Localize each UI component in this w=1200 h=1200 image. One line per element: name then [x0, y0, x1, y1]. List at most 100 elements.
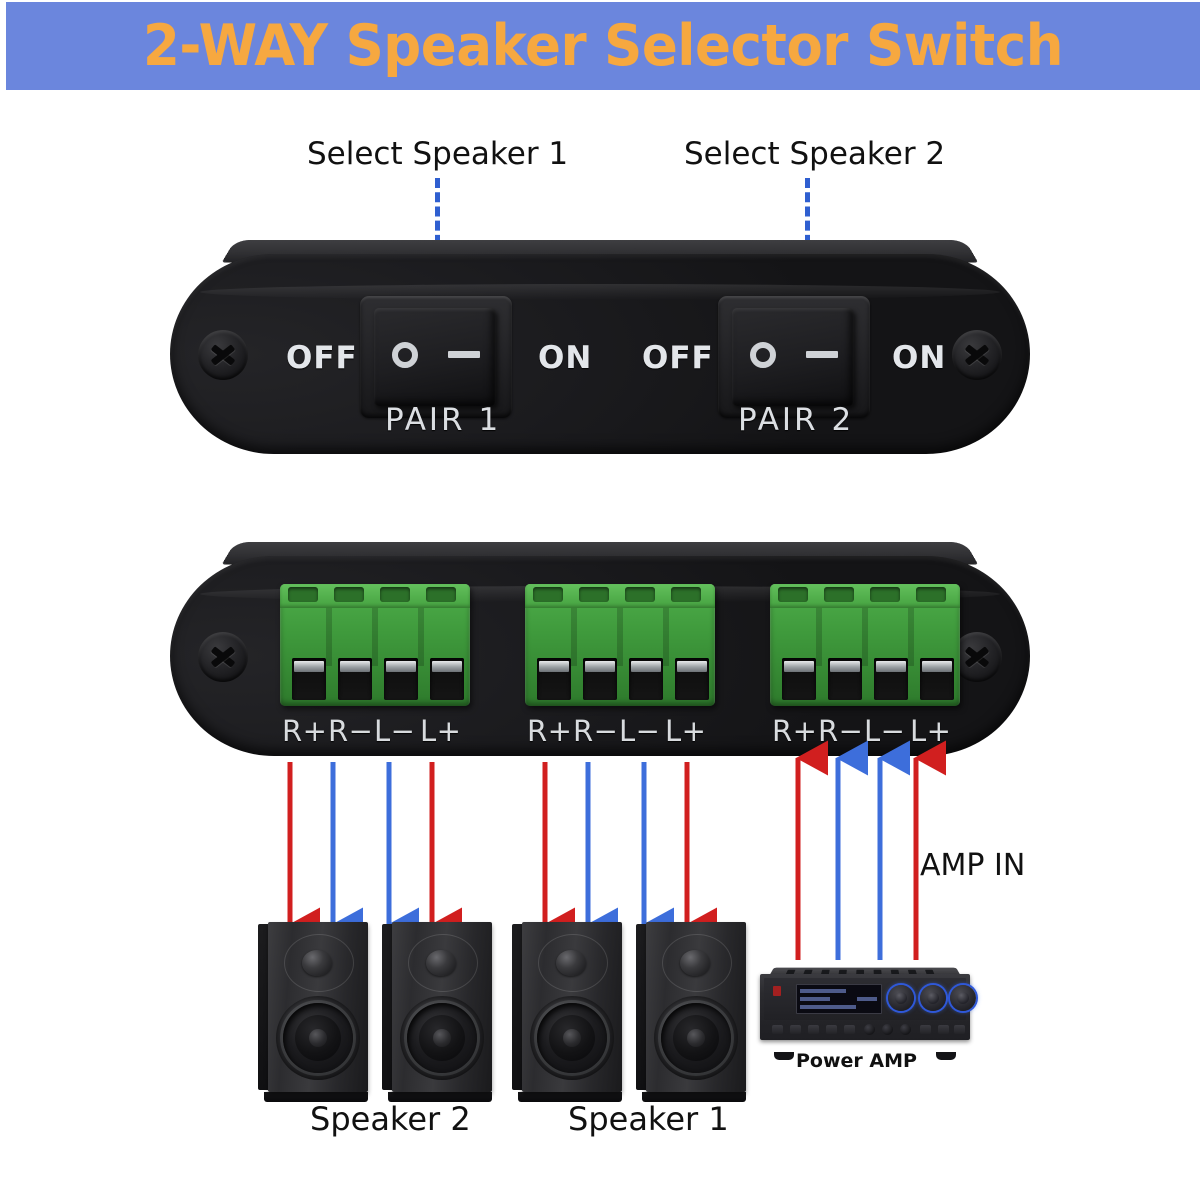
terminal-screw-slot-R−[interactable]: [828, 658, 862, 700]
terminal-screw-slot-L−[interactable]: [384, 658, 418, 700]
amp-in-label: AMP IN: [920, 848, 1025, 883]
terminal-wire-hole: [426, 587, 456, 602]
amp-button[interactable]: [790, 1025, 801, 1034]
terminal-screw-slot-L−[interactable]: [629, 658, 663, 700]
speaker-unit-2-1: [512, 922, 624, 1094]
speaker-unit-2-2: [636, 922, 748, 1094]
amp-button[interactable]: [844, 1025, 855, 1034]
terminal-wire-hole: [778, 587, 808, 602]
pair-1-off-label: OFF: [286, 340, 358, 376]
speaker-front-baffle: [392, 922, 492, 1092]
pair-1-on-label: ON: [538, 340, 592, 376]
woofer-cone: [549, 1015, 595, 1061]
amp-button[interactable]: [954, 1025, 965, 1034]
page-title: 2-WAY Speaker Selector Switch: [48, 2, 1158, 90]
terminal-metal-clamp: [340, 661, 370, 672]
amp-foot: [774, 1052, 794, 1060]
terminal-metal-clamp: [876, 661, 906, 672]
terminal-screw-slot-L+[interactable]: [430, 658, 464, 700]
terminal-screw-slot-R−[interactable]: [338, 658, 372, 700]
woofer-basket: [654, 996, 738, 1080]
woofer-dust-cap: [309, 1029, 327, 1047]
rocker-switch-pair-2[interactable]: [718, 296, 870, 418]
enclosure-rear-face: R+R−L−L+R+R−L−L+R+R−L−L+: [170, 556, 1030, 756]
dash-icon-pair-1: [448, 351, 480, 358]
amp-button-row: [764, 1022, 966, 1040]
pin-label-speaker-2-out-3: L+: [420, 714, 461, 748]
terminal-metal-clamp: [539, 661, 569, 672]
terminal-rib: [571, 608, 577, 666]
rocker-toggle-pair-1[interactable]: [374, 308, 496, 406]
rubber-foot-right: [830, 450, 916, 484]
terminal-screw-slot-R−[interactable]: [583, 658, 617, 700]
terminal-metal-clamp: [830, 661, 860, 672]
amp-knob-1[interactable]: [888, 985, 914, 1011]
pair-2-label: PAIR 2: [738, 402, 854, 438]
pin-label-speaker-1-out-1: R−: [573, 714, 618, 748]
callout-select-speaker-2: Select Speaker 2: [684, 136, 945, 172]
pair-1-label: PAIR 1: [385, 402, 501, 438]
pin-label-speaker-2-out-1: R−: [328, 714, 373, 748]
woofer-dust-cap: [687, 1029, 705, 1047]
amp-button[interactable]: [938, 1025, 949, 1034]
terminal-screw-slot-R+[interactable]: [782, 658, 816, 700]
pin-label-speaker-2-out-0: R+: [282, 714, 327, 748]
terminal-wire-hole: [288, 587, 318, 602]
enclosure-front-face: OFF ON PAIR 1 OFF ON PAIR 2: [170, 254, 1030, 454]
amp-button[interactable]: [772, 1025, 783, 1034]
terminal-screw-slot-R+[interactable]: [292, 658, 326, 700]
rocker-toggle-pair-2[interactable]: [732, 308, 854, 406]
terminal-wire-hole: [824, 587, 854, 602]
terminal-rib: [663, 608, 669, 666]
amp-jack[interactable]: [864, 1024, 875, 1035]
speaker-front-baffle: [268, 922, 368, 1092]
amp-knob-2[interactable]: [920, 985, 946, 1011]
rubber-foot-left: [280, 450, 366, 484]
speaker-unit-1-1: [258, 922, 370, 1094]
pin-label-amp-in-1: R−: [818, 714, 863, 748]
power-amp: Power AMP: [760, 960, 970, 1052]
enclosure-highlight: [200, 284, 1000, 300]
rubber-foot-rear-left: [280, 752, 366, 786]
woofer-surround: [537, 1003, 607, 1073]
terminal-metal-clamp: [585, 661, 615, 672]
terminal-block-amp-in[interactable]: [770, 584, 960, 706]
terminal-screw-slot-L+[interactable]: [920, 658, 954, 700]
terminal-screw-slot-L−[interactable]: [874, 658, 908, 700]
terminal-wire-hole: [380, 587, 410, 602]
woofer-dust-cap: [563, 1029, 581, 1047]
terminal-wire-hole: [671, 587, 701, 602]
speaker-front-baffle: [646, 922, 746, 1092]
amp-knob-3[interactable]: [950, 985, 976, 1011]
circle-o-icon-pair-1: [392, 342, 418, 368]
terminal-wire-hole: [870, 587, 900, 602]
terminal-rib: [372, 608, 378, 666]
amp-button[interactable]: [808, 1025, 819, 1034]
woofer-surround: [407, 1003, 477, 1073]
terminal-metal-clamp: [631, 661, 661, 672]
terminal-wire-hole: [334, 587, 364, 602]
amp-display: [796, 984, 882, 1014]
terminal-rib: [908, 608, 914, 666]
amp-button[interactable]: [826, 1025, 837, 1034]
amp-jack[interactable]: [882, 1024, 893, 1035]
terminal-screw-slot-L+[interactable]: [675, 658, 709, 700]
amp-jack[interactable]: [900, 1024, 911, 1035]
terminal-block-speaker-2-out[interactable]: [280, 584, 470, 706]
terminal-block-speaker-1-out[interactable]: [525, 584, 715, 706]
terminal-metal-clamp: [386, 661, 416, 672]
amp-button[interactable]: [920, 1025, 931, 1034]
pair-2-on-label: ON: [892, 340, 946, 376]
pin-label-speaker-1-out-2: L−: [619, 714, 660, 748]
speaker-front-baffle: [522, 922, 622, 1092]
terminal-metal-clamp: [784, 661, 814, 672]
terminal-screw-slot-R+[interactable]: [537, 658, 571, 700]
dash-icon-pair-2: [806, 351, 838, 358]
selector-front-panel: OFF ON PAIR 1 OFF ON PAIR 2: [170, 228, 1030, 488]
pin-label-amp-in-2: L−: [864, 714, 905, 748]
callout-select-speaker-1: Select Speaker 1: [307, 136, 568, 172]
woofer-basket: [276, 996, 360, 1080]
amp-power-button[interactable]: [773, 986, 781, 996]
rocker-switch-pair-1[interactable]: [360, 296, 512, 418]
terminal-metal-clamp: [922, 661, 952, 672]
